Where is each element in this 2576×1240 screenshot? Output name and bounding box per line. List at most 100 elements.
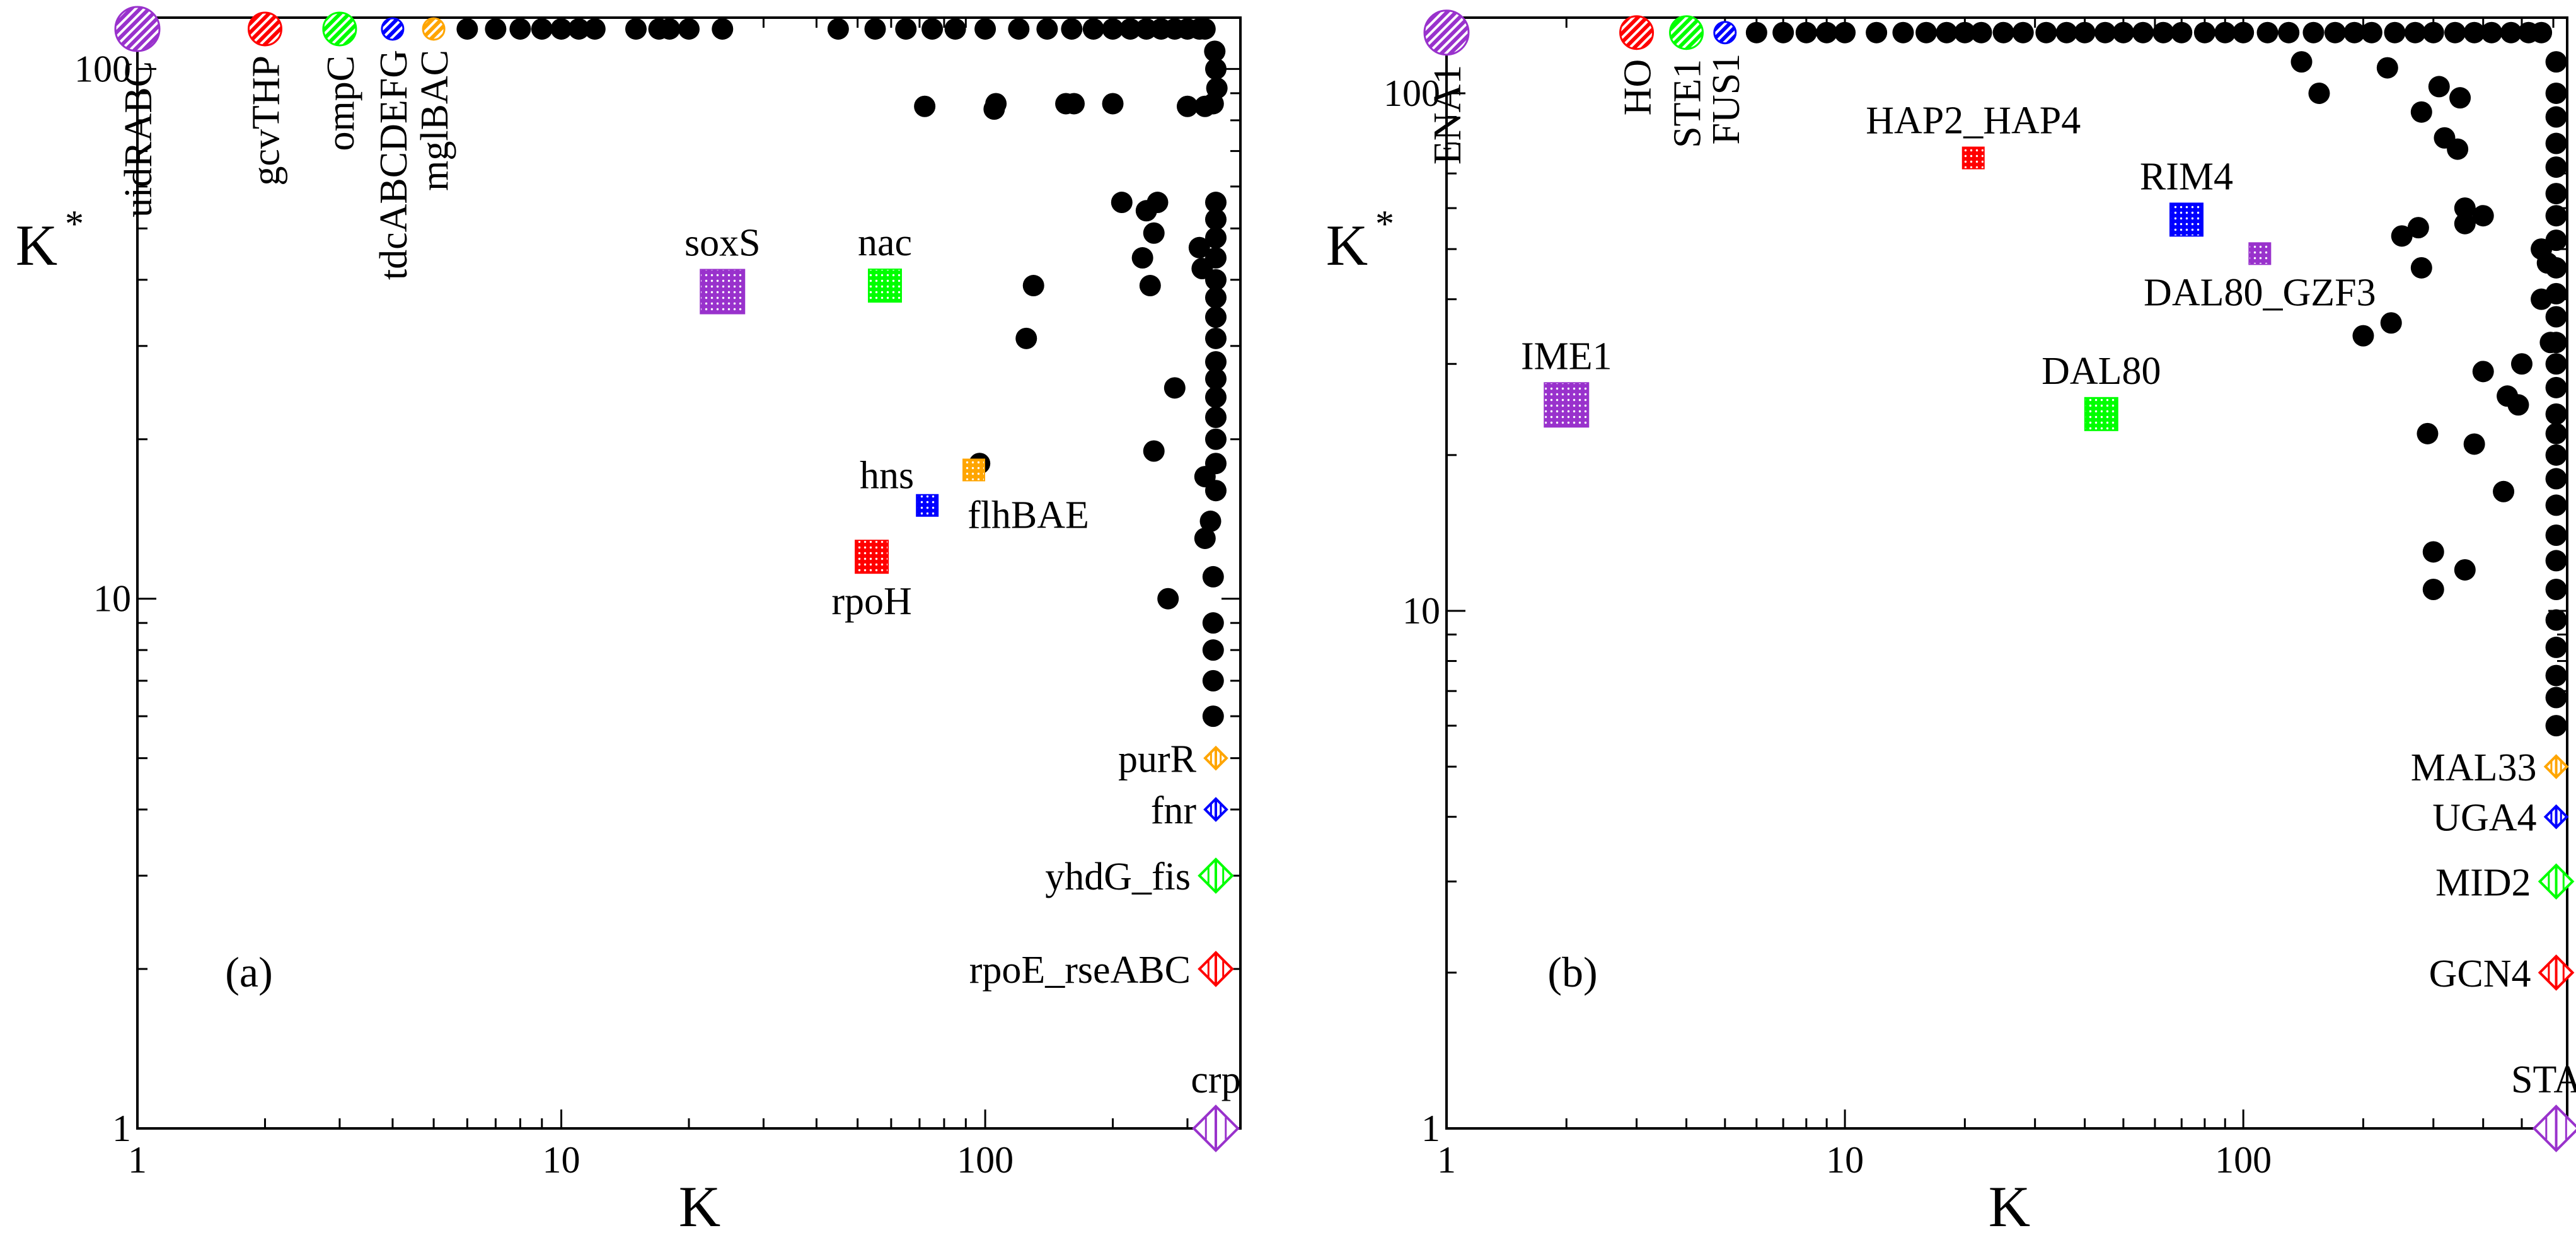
circle-marker-hatch: [248, 12, 282, 45]
data-point: [1157, 588, 1179, 610]
square-marker-outline: [2084, 397, 2118, 431]
data-point: [2531, 288, 2553, 310]
point-label: IME1: [1521, 335, 1612, 378]
data-point: [2531, 21, 2553, 43]
data-point: [2454, 197, 2476, 219]
y-axis-label-superscript: *: [1375, 203, 1394, 245]
point-label: tdcABCDEFG: [373, 50, 415, 280]
data-point: [1202, 669, 1224, 692]
circle-marker-outline: [247, 11, 282, 47]
data-point: [1202, 639, 1224, 661]
data-point: [1102, 18, 1124, 40]
data-point: [2352, 325, 2374, 347]
data-point: [1204, 209, 1227, 231]
data-point: [2449, 87, 2471, 109]
point-label: GCN4: [2429, 953, 2531, 995]
data-point: [2376, 57, 2398, 79]
point-label: MID2: [2435, 861, 2531, 904]
data-point: [1745, 21, 1767, 43]
data-point: [568, 18, 590, 40]
highlighted-point: uidRABC: [114, 6, 161, 217]
x-tick-label: 100: [2215, 1139, 2272, 1181]
data-point: [531, 18, 553, 40]
data-point: [2545, 664, 2567, 687]
data-point: [2232, 21, 2255, 43]
point-label: crp: [1191, 1058, 1240, 1101]
highlighted-point: mglBAC: [413, 17, 456, 191]
data-point: [1816, 21, 1838, 43]
data-point: [2545, 609, 2567, 631]
y-tick-label: 10: [93, 578, 131, 620]
x-tick-label: 1: [1437, 1139, 1456, 1181]
circle-marker-outline: [1619, 15, 1655, 50]
circle-marker-outline: [322, 11, 357, 47]
x-tick-label: 10: [543, 1139, 580, 1181]
data-point: [1022, 275, 1044, 297]
circle-marker-hatch: [1424, 10, 1469, 55]
data-point: [1188, 236, 1210, 258]
data-point: [2545, 205, 2567, 227]
data-point: [2545, 579, 2567, 601]
data-point: [2545, 183, 2567, 205]
data-point: [1143, 222, 1165, 244]
highlighted-point: rpoE_rseABC: [969, 949, 1234, 992]
x-axis-label: K: [1989, 1174, 2030, 1239]
x-tick-label: 100: [957, 1139, 1014, 1181]
data-point: [864, 18, 886, 40]
data-point: [2324, 21, 2346, 43]
data-point: [2380, 312, 2402, 334]
data-point: [2410, 101, 2432, 123]
data-point: [2404, 21, 2426, 43]
data-point: [2545, 156, 2567, 178]
highlighted-point: DAL80_GZF3: [2144, 242, 2376, 314]
data-point: [1204, 269, 1227, 291]
data-point: [2545, 468, 2567, 490]
point-label: MAL33: [2411, 746, 2537, 789]
data-point: [2545, 132, 2567, 154]
data-point: [2545, 106, 2567, 128]
data-point: [2463, 21, 2485, 43]
point-label: DAL80_GZF3: [2144, 271, 2376, 314]
data-point: [2360, 21, 2383, 43]
square-marker-outline: [916, 494, 939, 517]
highlighted-point: DAL80: [2042, 350, 2161, 431]
y-axis-label: K: [1326, 213, 1368, 277]
y-tick-label: 100: [74, 48, 131, 90]
data-point: [659, 18, 681, 40]
highlighted-point: RIM4: [2140, 155, 2233, 237]
data-point: [2545, 51, 2567, 73]
data-point: [1772, 21, 1794, 43]
data-point: [2132, 21, 2154, 43]
point-label: flhBAE: [967, 494, 1089, 536]
data-point: [2545, 687, 2567, 709]
circle-marker-hatch: [423, 18, 445, 40]
data-point: [2481, 21, 2503, 43]
highlighted-point: rpoH: [831, 540, 912, 623]
data-point: [2447, 138, 2469, 160]
data-point: [1008, 18, 1030, 40]
data-point: [1795, 21, 1817, 43]
point-label: uidRABC: [117, 61, 160, 217]
point-label: rpoE_rseABC: [969, 949, 1191, 992]
data-point: [2112, 21, 2134, 43]
data-point: [2545, 444, 2567, 466]
data-point: [2500, 21, 2522, 43]
data-point: [974, 18, 996, 40]
data-point: [914, 95, 936, 117]
highlighted-point: soxS: [684, 222, 761, 315]
circle-marker-outline: [381, 17, 405, 41]
data-point: [2391, 225, 2413, 247]
square-marker-outline: [2169, 202, 2203, 237]
highlighted-point: purR: [1118, 738, 1228, 781]
highlighted-point: MID2: [2435, 861, 2575, 904]
square-marker-texture: [2084, 397, 2118, 431]
point-label: gcvTHP: [245, 55, 287, 186]
data-point: [2094, 21, 2116, 43]
data-point: [1146, 192, 1169, 214]
y-axis-label-superscript: *: [65, 203, 84, 245]
square-marker-outline: [1961, 146, 1985, 170]
data-point: [584, 18, 606, 40]
highlighted-point: STA2: [2511, 1058, 2576, 1152]
